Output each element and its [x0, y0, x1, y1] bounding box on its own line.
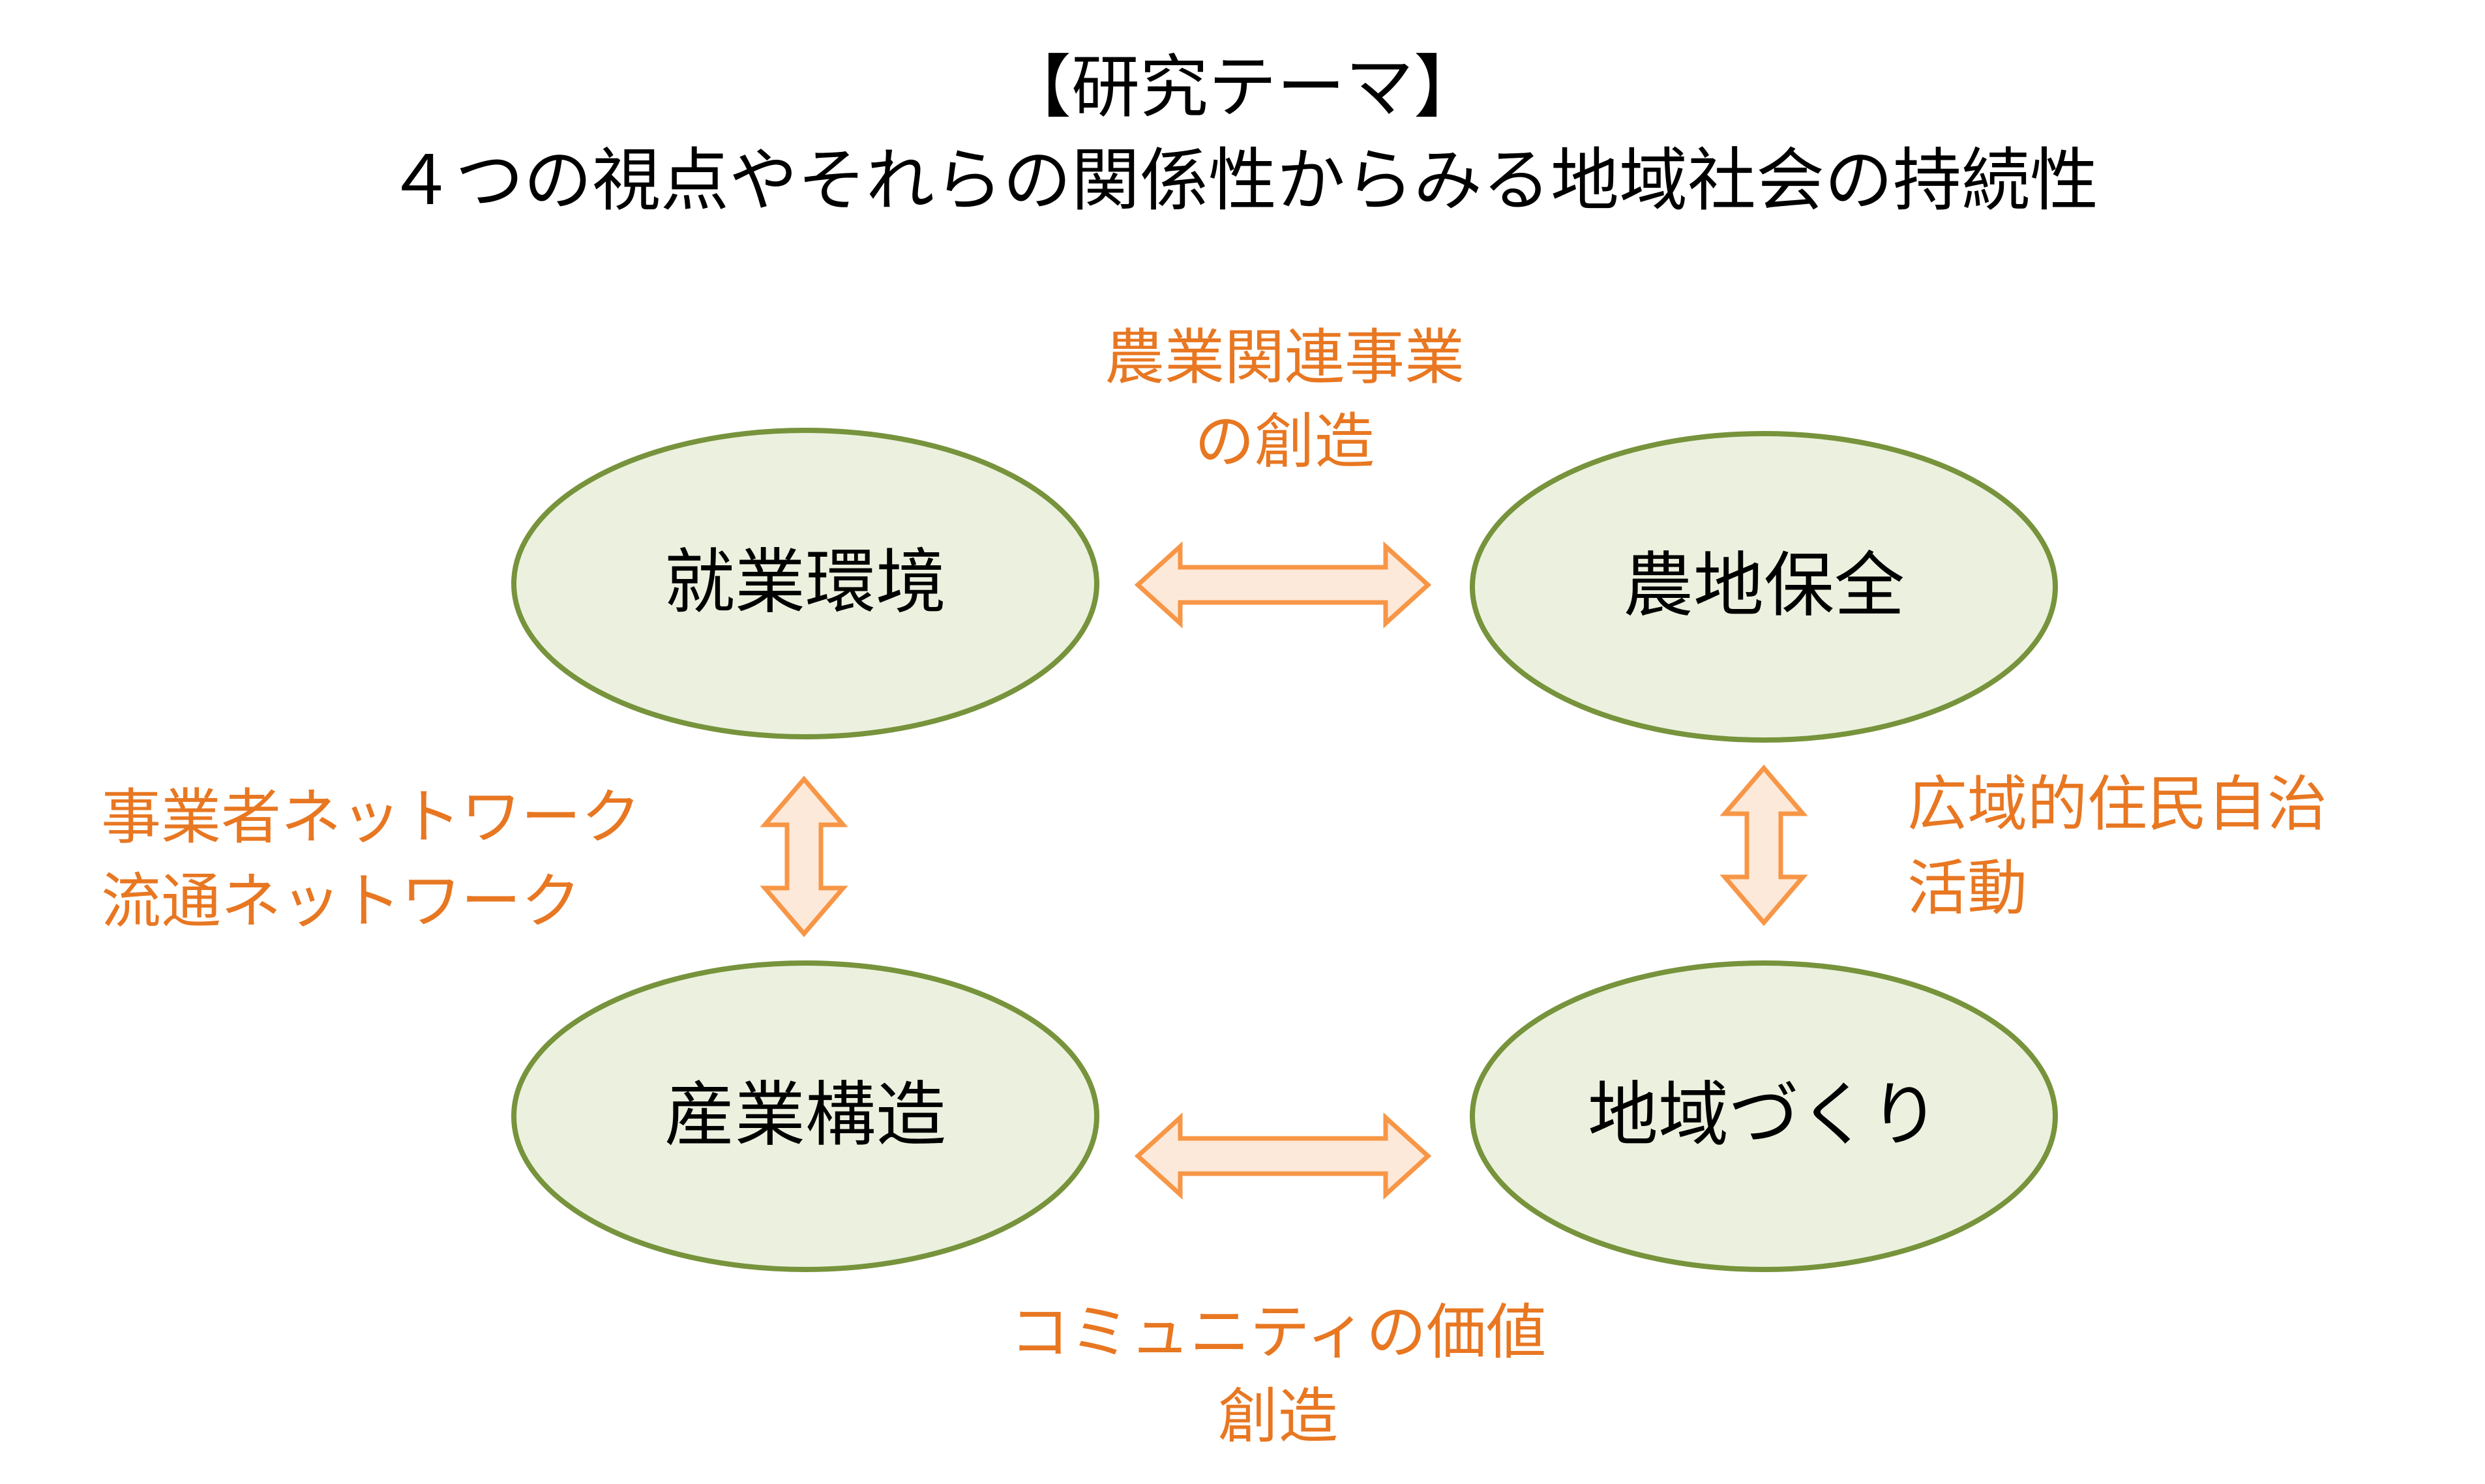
node-employment-ellipse	[511, 428, 1099, 739]
relation-bottom-label: コミュニティの価値 創造	[945, 1291, 1611, 1459]
relation-bottom-line-1: コミュニティの価値	[1009, 1298, 1547, 1367]
relation-top-line-2: の創造	[1194, 406, 1375, 477]
relation-right-label: 広域的住民自治 活動	[1907, 763, 2327, 931]
node-employment-label: 就業環境	[664, 542, 946, 623]
title-line-2: ４つの視点やそれらの関係性からみる地域社会の持続性	[386, 141, 2098, 220]
arrow-bottom-double	[1134, 1112, 1432, 1200]
node-farmland-label: 農地保全	[1622, 545, 1905, 627]
title-line-1: 【研究テーマ】	[1002, 48, 1482, 127]
relation-top-label: 農業関連事業 の創造	[1024, 316, 1545, 484]
arrow-top-double	[1134, 541, 1432, 629]
node-farmland-ellipse	[1470, 431, 2058, 743]
node-community-ellipse	[1470, 960, 2058, 1272]
relation-top-line-1: 農業関連事業	[1104, 323, 1465, 393]
arrow-left-double	[760, 775, 848, 938]
relation-left-line-2: 流通ネットワーク	[101, 866, 582, 936]
node-industry-ellipse	[511, 960, 1099, 1272]
relation-right-line-1: 広域的住民自治	[1907, 769, 2328, 839]
relation-bottom-line-2: 創造	[1217, 1381, 1338, 1451]
relation-left-line-1: 事業者ネットワーク	[101, 782, 642, 852]
node-industry-label: 産業構造	[664, 1075, 946, 1156]
relation-right-line-2: 活動	[1907, 853, 2028, 923]
relation-left-label: 事業者ネットワーク 流通ネットワーク	[101, 776, 641, 944]
node-community-label: 地域づくり	[1587, 1075, 1940, 1156]
arrow-right-double	[1719, 764, 1808, 927]
